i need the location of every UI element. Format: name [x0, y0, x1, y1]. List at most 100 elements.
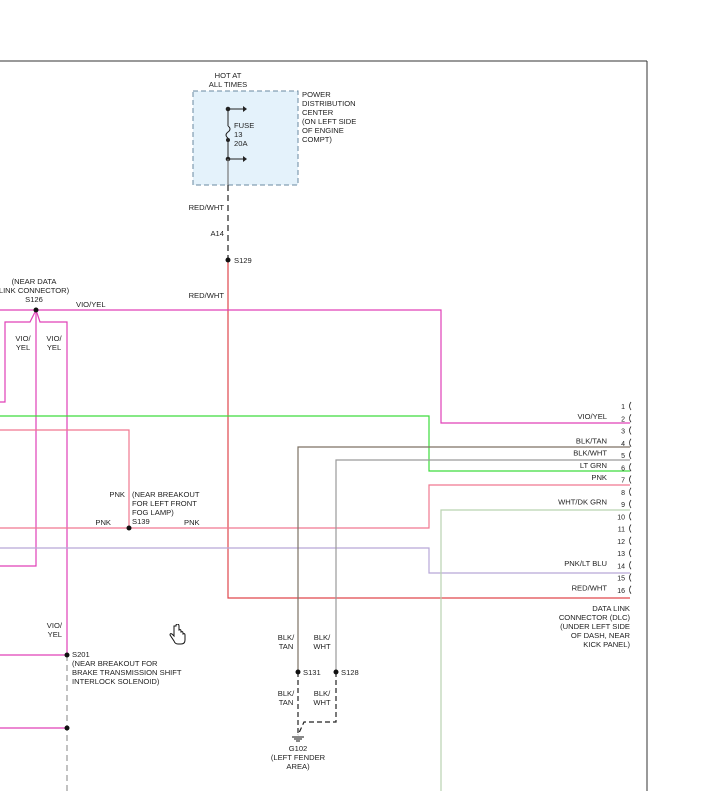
pdc-label-4: (ON LEFT SIDE	[302, 117, 356, 126]
dlc-pin-wire-label: BLK/WHT	[573, 449, 607, 458]
wire-ground-blk-wht-dashed	[297, 672, 337, 736]
dlc-pin-wire-label: BLK/TAN	[576, 436, 607, 445]
dlc-pin-terminal-icon	[629, 585, 632, 594]
wire-label-blk-tan-lower-2: TAN	[279, 698, 294, 707]
dlc-label-1: DATA LINK	[592, 604, 630, 613]
splice-s131-dot	[295, 669, 301, 675]
s201-label-2: (NEAR BREAKOUT FOR	[72, 659, 158, 668]
wire-pnk-upper	[0, 429, 130, 528]
splice-s129-dot	[225, 257, 231, 263]
dlc-pin-terminal-icon	[629, 499, 632, 509]
dlc-pin-number: 8	[621, 490, 625, 497]
wire-label-pnk-left: PNK	[95, 518, 111, 527]
wire-red-wht-main	[227, 260, 630, 599]
wire-label-red-wht-top: RED/WHT	[189, 203, 225, 212]
wire-label-blk-wht-lower-1: BLK/	[314, 689, 331, 698]
s139-label-1: (NEAR BREAKOUT	[132, 490, 200, 499]
dlc-pin-number: 14	[617, 563, 625, 570]
wire-label-vio-yel-s201-2: YEL	[48, 630, 62, 639]
dlc-pin-terminal-icon	[629, 438, 632, 447]
wire-label-blk-wht-lower-2: WHT	[313, 698, 331, 707]
splice-lower-dot	[64, 725, 70, 731]
s139-label-3: FOG LAMP)	[132, 508, 174, 517]
dlc-label-2: CONNECTOR (DLC)	[559, 613, 631, 622]
s139-label-4: S139	[132, 517, 150, 526]
dlc-pin-wire-label: WHT/DK GRN	[558, 498, 607, 507]
dlc-pin-wire-label: PNK	[591, 473, 607, 482]
hot-at-label-2: ALL TIMES	[209, 80, 247, 89]
splice-s201-dot	[64, 652, 70, 658]
dlc-pin-number: 5	[621, 453, 625, 460]
wire-label-blk-wht-upper-2: WHT	[313, 642, 331, 651]
dlc-pin-terminal-icon	[629, 548, 632, 558]
pdc-label-1: POWER	[302, 90, 331, 99]
splice-label-s131: S131	[303, 668, 321, 677]
splice-s126-dot	[33, 307, 39, 313]
hot-at-label-1: HOT AT	[215, 71, 242, 80]
hand-cursor-icon	[169, 624, 186, 645]
dlc-pin-wire-label: PNK/LT BLU	[564, 559, 607, 568]
dlc-pin-number: 6	[621, 465, 625, 472]
dlc-pin-number: 15	[617, 576, 625, 583]
fuse-label-3: 20A	[234, 139, 248, 148]
wire-blk-wht	[335, 459, 630, 672]
dlc-pin-terminal-icon	[629, 463, 632, 472]
wire-vio-yel-drop-right	[0, 309, 68, 656]
wire-label-vio-yel-right-2: YEL	[47, 343, 61, 352]
dlc-pin-terminal-icon	[629, 401, 632, 411]
s126-label-3: S126	[25, 295, 43, 304]
dlc-pin-terminal-icon	[629, 536, 632, 545]
ground-label-2: (LEFT FENDER	[271, 753, 326, 762]
pdc-label-2: DISTRIBUTION	[302, 99, 356, 108]
pdc-box	[192, 90, 299, 186]
dlc-pin-number: 12	[617, 539, 625, 546]
wire-label-red-wht-below: RED/WHT	[189, 291, 225, 300]
dlc-pin-terminal-icon	[629, 426, 632, 435]
dlc-pin-terminal-icon	[629, 512, 632, 521]
dlc-pin-terminal-icon	[629, 524, 632, 533]
wire-pnk-lt-blu	[0, 547, 630, 574]
wire-label-vio-yel-s201-1: VIO/	[47, 621, 63, 630]
s126-label-2: LINK CONNECTOR)	[0, 286, 70, 295]
wire-wht-dk-grn	[440, 509, 630, 791]
dlc-label-5: KICK PANEL)	[583, 640, 630, 649]
dlc-pin-number: 1	[621, 404, 625, 411]
splice-s139-dot	[126, 525, 132, 531]
wire-label-blk-tan-upper-1: BLK/	[278, 633, 295, 642]
diagram-frame	[0, 60, 648, 791]
splice-s128-dot	[333, 669, 339, 675]
dlc-pin-number: 10	[617, 514, 625, 521]
wire-label-vio-yel-left-2: YEL	[16, 343, 30, 352]
wire-label-blk-wht-upper-1: BLK/	[314, 633, 331, 642]
dlc-pin-number: 2	[621, 416, 625, 423]
wire-blk-tan	[297, 446, 630, 672]
s126-label-1: (NEAR DATA	[12, 277, 58, 286]
wire-vio-yel-top	[0, 309, 630, 424]
wire-label-pnk-above: PNK	[109, 490, 125, 499]
dlc-pin-terminal-icon	[629, 414, 632, 423]
fuse-label-2: 13	[234, 130, 242, 139]
dlc-pin-wire-label: LT GRN	[580, 461, 607, 470]
pdc-label-6: COMPT)	[302, 135, 332, 144]
wire-lt-grn	[0, 415, 630, 472]
ground-label-3: AREA)	[286, 762, 310, 771]
dlc-pin-number: 3	[621, 429, 625, 436]
dlc-pin-number: 11	[618, 527, 625, 534]
fuse-label-1: FUSE	[234, 121, 254, 130]
pdc-label-3: CENTER	[302, 108, 334, 117]
dlc-label-4: OF DASH, NEAR	[571, 631, 631, 640]
splice-label-s129: S129	[234, 256, 252, 265]
wire-label-pnk-right: PNK	[184, 518, 200, 527]
wire-label-blk-tan-lower-1: BLK/	[278, 689, 295, 698]
dlc-pin-terminal-icon	[629, 450, 632, 460]
s201-label-4: INTERLOCK SOLENOID)	[72, 677, 160, 686]
dlc-pin-wire-label: RED/WHT	[572, 583, 608, 592]
connector-label-a14: A14	[210, 229, 224, 238]
ground-icon	[292, 736, 304, 742]
splice-label-s128: S128	[341, 668, 359, 677]
wire-label-vio-yel-top: VIO/YEL	[76, 300, 106, 309]
wire-label-vio-yel-right-1: VIO/	[46, 334, 62, 343]
s201-label-3: BRAKE TRANSMISSION SHIFT	[72, 668, 182, 677]
